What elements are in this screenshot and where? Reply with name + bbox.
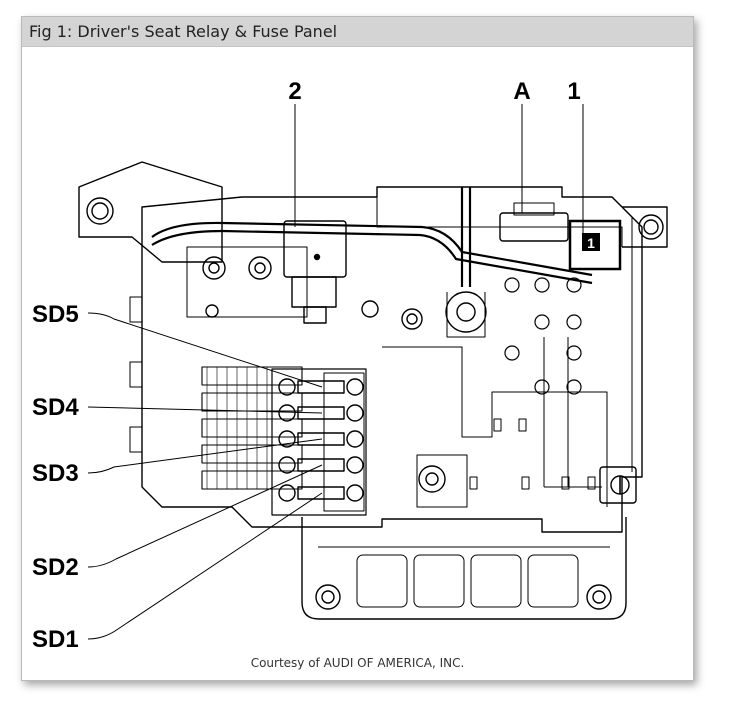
- fuse-sd5: [278, 378, 364, 396]
- main-plate: [141, 186, 643, 533]
- bolt-1: [202, 256, 226, 280]
- leader-sd2: [87, 464, 323, 568]
- relay-2: [283, 220, 347, 278]
- bracket-bolt-left: [86, 197, 114, 225]
- component-1-box: [568, 219, 622, 271]
- fuse-connectors: [201, 366, 303, 490]
- cable-harness: [151, 221, 593, 277]
- label-relay-2: 2: [288, 78, 301, 105]
- label-sd3: SD3: [32, 460, 79, 487]
- figure-frame: Fig 1: Driver's Seat Relay & Fuse Panel: [21, 16, 694, 681]
- relay-fuse-panel-diagram: 1 2 A 1 SD5 SD4 SD3 SD2 SD1: [32, 78, 668, 652]
- fuse-sd2: [278, 456, 364, 474]
- label-sd5: SD5: [32, 301, 79, 328]
- leader-sd4: [87, 406, 323, 414]
- component-a: [499, 212, 569, 242]
- figure-credit: Courtesy of AUDI OF AMERICA, INC.: [250, 656, 465, 670]
- leader-sd3: [87, 438, 323, 474]
- housing-ribs: [356, 554, 579, 608]
- housing-mount-left: [315, 584, 341, 610]
- housing-mount-right: [586, 584, 612, 610]
- leader-sd5: [87, 312, 323, 388]
- terminal-holes: [504, 277, 582, 395]
- slots: [469, 418, 596, 490]
- label-component-a: A: [513, 78, 530, 105]
- ground-stud: [445, 291, 487, 333]
- leader-sd1: [87, 492, 323, 640]
- component-1-tag: 1: [587, 235, 595, 251]
- right-mount-ear: [622, 206, 668, 248]
- fuse-block: [271, 368, 367, 516]
- label-sd1: SD1: [32, 626, 79, 652]
- figure-caption: Fig 1: Driver's Seat Relay & Fuse Panel: [29, 22, 338, 41]
- component-1-tag-bg: [582, 233, 600, 251]
- corner-screw-mount: [599, 466, 637, 504]
- label-sd4: SD4: [32, 394, 79, 421]
- bottom-stud: [418, 465, 446, 493]
- lower-housing: [301, 517, 627, 620]
- label-sd2: SD2: [32, 554, 79, 581]
- bolt-2: [248, 256, 272, 280]
- leader-lines: [87, 104, 584, 640]
- figure-titlebar: Fig 1: Driver's Seat Relay & Fuse Panel: [22, 17, 693, 47]
- mount-bolt-right: [638, 214, 664, 240]
- fuse-sd4: [278, 404, 364, 422]
- label-component-1: 1: [567, 78, 580, 105]
- fuse-sd3: [278, 430, 364, 448]
- left-bracket: [78, 161, 223, 263]
- fuse-sd1: [278, 484, 364, 502]
